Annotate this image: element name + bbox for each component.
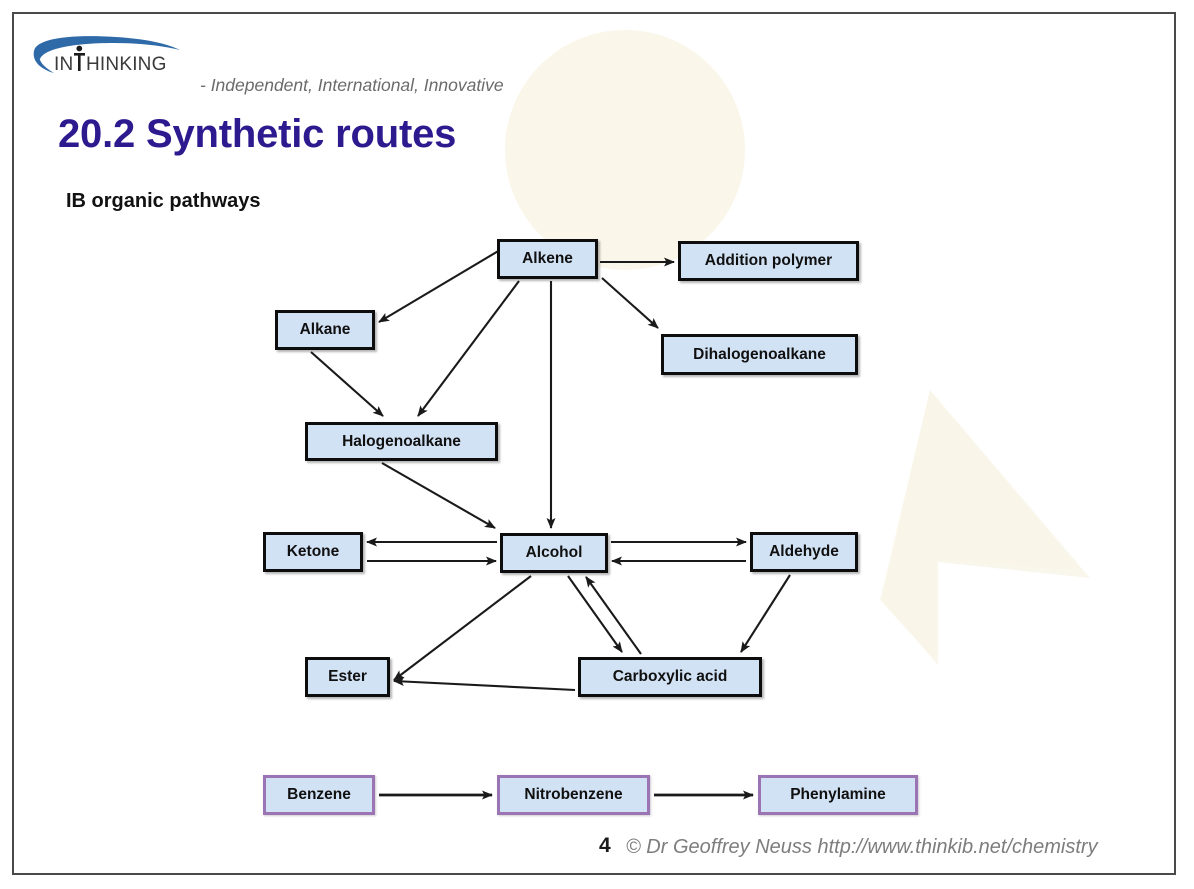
- node-alcohol: Alcohol: [500, 533, 608, 573]
- inthinking-swoosh-logo: IN HINKING: [33, 36, 180, 75]
- brand-tagline: - Independent, International, Innovative: [200, 75, 504, 95]
- node-dihalogenoalkane: Dihalogenoalkane: [661, 334, 858, 375]
- edge-aldehyde-carboxylic-acid: [740, 574, 791, 653]
- edge-alkene-alkane: [378, 249, 501, 323]
- page-subtitle: IB organic pathways: [66, 190, 261, 212]
- page-title: 20.2 Synthetic routes: [58, 112, 457, 156]
- node-ketone: Ketone: [263, 532, 363, 572]
- edge-halogenoalkane-alcohol: [381, 462, 496, 529]
- node-benzene: Benzene: [263, 775, 375, 815]
- edge-carboxylic-acid-ester: [393, 677, 576, 692]
- node-carboxylic_acid: Carboxylic acid: [578, 657, 762, 697]
- edge-alkene-halogenoalkane: [417, 280, 520, 417]
- node-alkane: Alkane: [275, 310, 375, 350]
- brand-logo: IN HINKING - Independent, International,…: [28, 33, 588, 95]
- edge-alkene-dihalogenoalkane: [601, 277, 659, 329]
- page-number: 4: [599, 834, 611, 857]
- edge-alcohol-to-carboxylic-acid: [567, 575, 623, 653]
- node-aldehyde: Aldehyde: [750, 532, 858, 572]
- edge-carboxylic-acid-to-alcohol: [585, 576, 642, 655]
- edge-alkane-halogenoalkane: [310, 351, 384, 417]
- node-ester: Ester: [305, 657, 390, 697]
- node-nitrobenzene: Nitrobenzene: [497, 775, 650, 815]
- node-addition_polymer: Addition polymer: [678, 241, 859, 281]
- node-halogenoalkane: Halogenoalkane: [305, 422, 498, 461]
- svg-text:HINKING: HINKING: [86, 54, 167, 75]
- node-alkene: Alkene: [497, 239, 598, 279]
- node-phenylamine: Phenylamine: [758, 775, 918, 815]
- edge-alcohol-ester: [393, 575, 532, 681]
- copyright-credit: © Dr Geoffrey Neuss http://www.thinkib.n…: [626, 836, 1098, 858]
- svg-text:IN: IN: [54, 54, 73, 75]
